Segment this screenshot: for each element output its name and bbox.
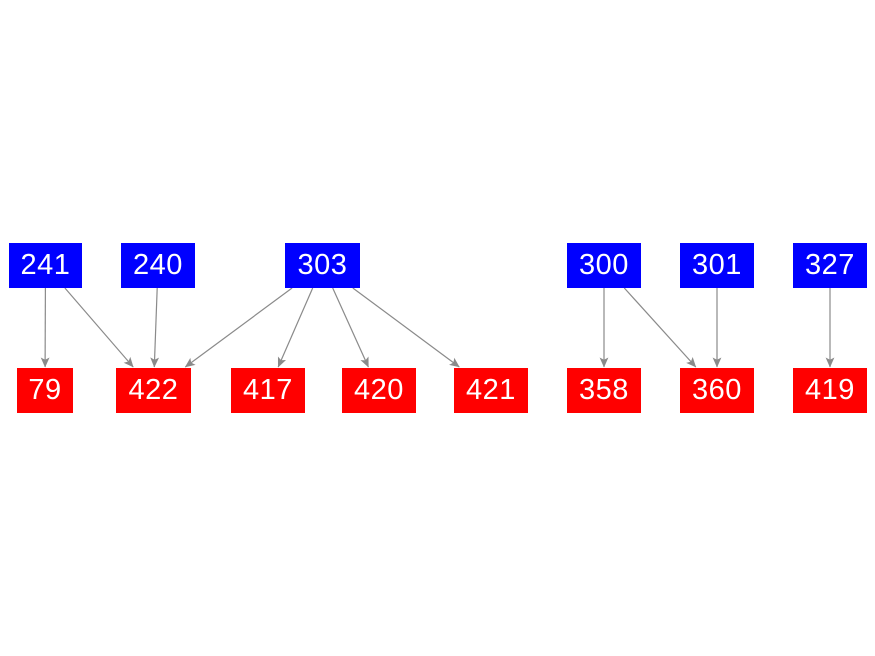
node-421: 421 — [454, 368, 528, 413]
node-419: 419 — [793, 368, 867, 413]
node-79: 79 — [17, 368, 73, 413]
node-label: 420 — [354, 374, 404, 406]
edge-303-417 — [277, 287, 314, 368]
node-241: 241 — [9, 243, 82, 288]
node-label: 360 — [692, 374, 742, 406]
edge-240-422 — [150, 287, 160, 368]
node-300: 300 — [567, 243, 641, 288]
node-label: 422 — [128, 374, 179, 406]
edge-303-422 — [184, 287, 293, 368]
node-303: 303 — [285, 243, 360, 288]
node-label: 421 — [466, 374, 516, 406]
node-label: 419 — [805, 374, 855, 406]
node-360: 360 — [680, 368, 754, 413]
node-422: 422 — [116, 368, 191, 413]
node-label: 303 — [297, 249, 348, 281]
edge-303-421 — [352, 287, 460, 368]
node-label: 79 — [28, 374, 62, 406]
edge-241-422 — [64, 287, 134, 368]
node-327: 327 — [793, 243, 867, 288]
node-label: 241 — [20, 249, 71, 281]
node-420: 420 — [342, 368, 416, 413]
node-label: 327 — [805, 249, 855, 281]
node-label: 358 — [579, 374, 629, 406]
node-label: 417 — [243, 374, 293, 406]
node-417: 417 — [231, 368, 305, 413]
node-label: 301 — [692, 249, 742, 281]
edge-300-360 — [623, 287, 697, 368]
node-240: 240 — [121, 243, 195, 288]
node-label: 300 — [579, 249, 629, 281]
edge-303-420 — [332, 287, 369, 368]
node-358: 358 — [567, 368, 641, 413]
edges-group — [40, 287, 835, 368]
node-301: 301 — [680, 243, 754, 288]
node-label: 240 — [133, 249, 183, 281]
